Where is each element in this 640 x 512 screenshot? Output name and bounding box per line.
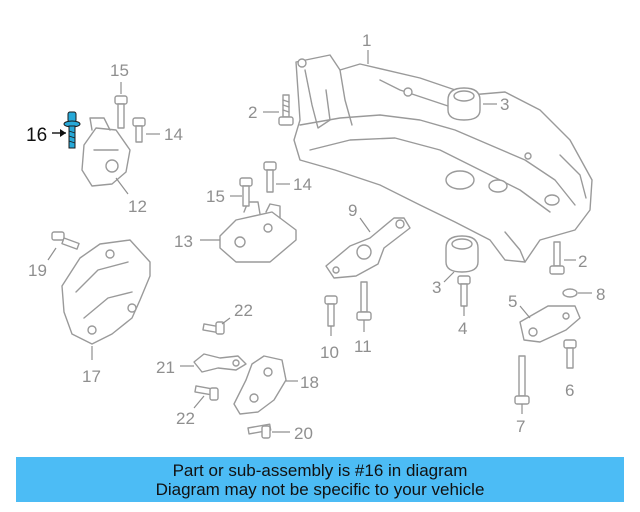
banner-line-2: Diagram may not be specific to your vehi… bbox=[155, 479, 485, 499]
callout-10: 10 bbox=[320, 343, 339, 362]
bracket-part-21[interactable] bbox=[193, 353, 247, 373]
callout-6: 6 bbox=[565, 381, 574, 400]
bolt-part-6[interactable] bbox=[563, 339, 577, 369]
bolt-part-15-lower[interactable] bbox=[239, 177, 253, 207]
callout-20: 20 bbox=[294, 424, 313, 443]
callout-13: 13 bbox=[174, 232, 193, 251]
callout-18: 18 bbox=[300, 373, 319, 392]
bolt-part-4[interactable] bbox=[457, 275, 471, 307]
callout-21: 21 bbox=[156, 358, 175, 377]
bolt-part-2-right[interactable] bbox=[549, 241, 565, 275]
bracket-part-18[interactable] bbox=[233, 355, 287, 415]
bolt-part-14-lower[interactable] bbox=[263, 161, 277, 193]
callout-22-lower: 22 bbox=[176, 409, 195, 428]
parts-diagram: 1 2 3 2 3 4 5 6 bbox=[26, 31, 605, 443]
arrow-icon bbox=[60, 129, 66, 137]
disclaimer-banner: Part or sub-assembly is #16 in diagram D… bbox=[16, 457, 624, 502]
callout-1: 1 bbox=[362, 31, 371, 50]
callout-19: 19 bbox=[28, 261, 47, 280]
bolt-part-19[interactable] bbox=[51, 231, 80, 250]
bolt-part-14-upper[interactable] bbox=[132, 117, 146, 143]
callout-9: 9 bbox=[348, 201, 357, 220]
callout-8: 8 bbox=[596, 285, 605, 304]
callout-2-right: 2 bbox=[578, 252, 587, 271]
bolt-part-11[interactable] bbox=[356, 281, 372, 321]
banner-line-1: Part or sub-assembly is #16 in diagram bbox=[172, 460, 468, 480]
subframe-part-1[interactable] bbox=[293, 54, 593, 263]
bushing-part-3-lower[interactable] bbox=[445, 235, 479, 273]
callout-2-upper: 2 bbox=[248, 103, 257, 122]
callout-22-upper: 22 bbox=[234, 301, 253, 320]
callout-14-lower: 14 bbox=[293, 175, 312, 194]
callout-5: 5 bbox=[508, 292, 517, 311]
nut-part-8[interactable] bbox=[562, 288, 578, 298]
bracket-part-13[interactable] bbox=[219, 201, 297, 263]
callout-16: 16 bbox=[26, 125, 47, 146]
bolt-part-22-lower[interactable] bbox=[194, 385, 219, 401]
callout-12: 12 bbox=[128, 197, 147, 216]
bolt-part-16-highlighted[interactable] bbox=[63, 111, 81, 149]
bolt-part-2-upper[interactable] bbox=[278, 94, 294, 126]
bolt-part-15-upper[interactable] bbox=[114, 95, 128, 129]
bolt-part-22-upper[interactable] bbox=[202, 321, 225, 335]
callout-15-upper: 15 bbox=[110, 61, 129, 80]
callout-17: 17 bbox=[82, 367, 101, 386]
callout-11: 11 bbox=[354, 337, 372, 356]
engine-mount-part-12[interactable] bbox=[81, 117, 131, 187]
bolt-part-7[interactable] bbox=[514, 355, 530, 405]
callout-3-upper: 3 bbox=[500, 95, 509, 114]
bolt-part-10[interactable] bbox=[324, 295, 338, 327]
callout-4: 4 bbox=[458, 319, 467, 338]
callout-7: 7 bbox=[516, 417, 525, 436]
torque-rod-part-9[interactable] bbox=[325, 217, 411, 279]
callout-15-lower: 15 bbox=[206, 187, 225, 206]
bracket-part-5[interactable] bbox=[519, 305, 581, 343]
bracket-part-17[interactable] bbox=[61, 239, 151, 345]
bushing-part-3-upper[interactable] bbox=[447, 87, 481, 121]
callout-14-upper: 14 bbox=[164, 125, 183, 144]
callout-3-lower: 3 bbox=[432, 278, 441, 297]
bolt-part-20[interactable] bbox=[247, 423, 272, 439]
